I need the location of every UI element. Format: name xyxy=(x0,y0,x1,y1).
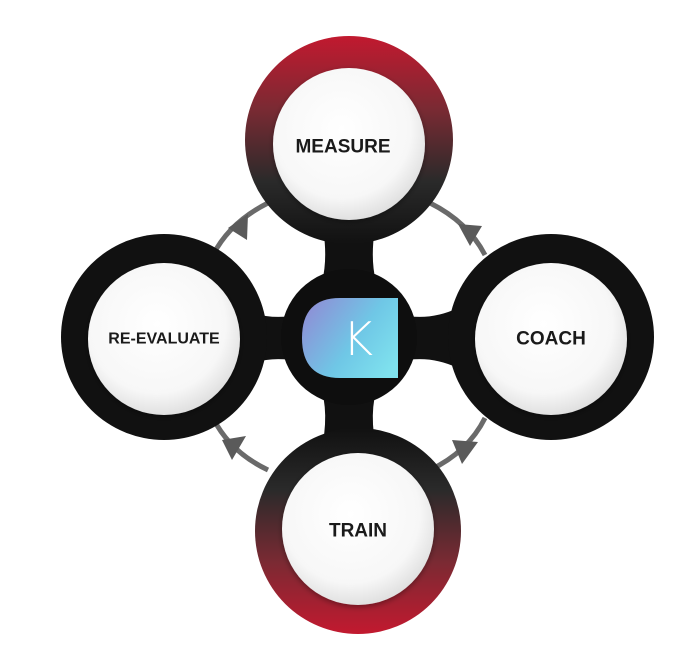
arrow-icon xyxy=(452,440,478,464)
disc-coach xyxy=(475,263,627,415)
arrow-icon xyxy=(222,436,246,460)
logo-badge xyxy=(302,298,398,378)
label-re-evaluate: RE-EVALUATE xyxy=(108,331,220,348)
label-coach: COACH xyxy=(516,329,586,350)
central-hub: K xyxy=(281,269,417,405)
disc-measure xyxy=(273,68,425,220)
label-train: TRAIN xyxy=(329,521,387,542)
stage-train: TRAIN xyxy=(255,428,461,634)
stage-coach: COACH xyxy=(448,234,654,440)
flow-connectors xyxy=(210,200,488,473)
disc-train xyxy=(282,453,434,605)
label-measure: MEASURE xyxy=(295,137,390,158)
arrow-icon xyxy=(458,224,482,246)
stage-re-evaluate: RE-EVALUATE xyxy=(61,234,267,440)
stage-measure: MEASURE xyxy=(245,36,453,244)
disc-re-evaluate xyxy=(88,263,240,415)
arrow-icon xyxy=(228,214,248,240)
logo-k-letter: K xyxy=(343,312,373,366)
